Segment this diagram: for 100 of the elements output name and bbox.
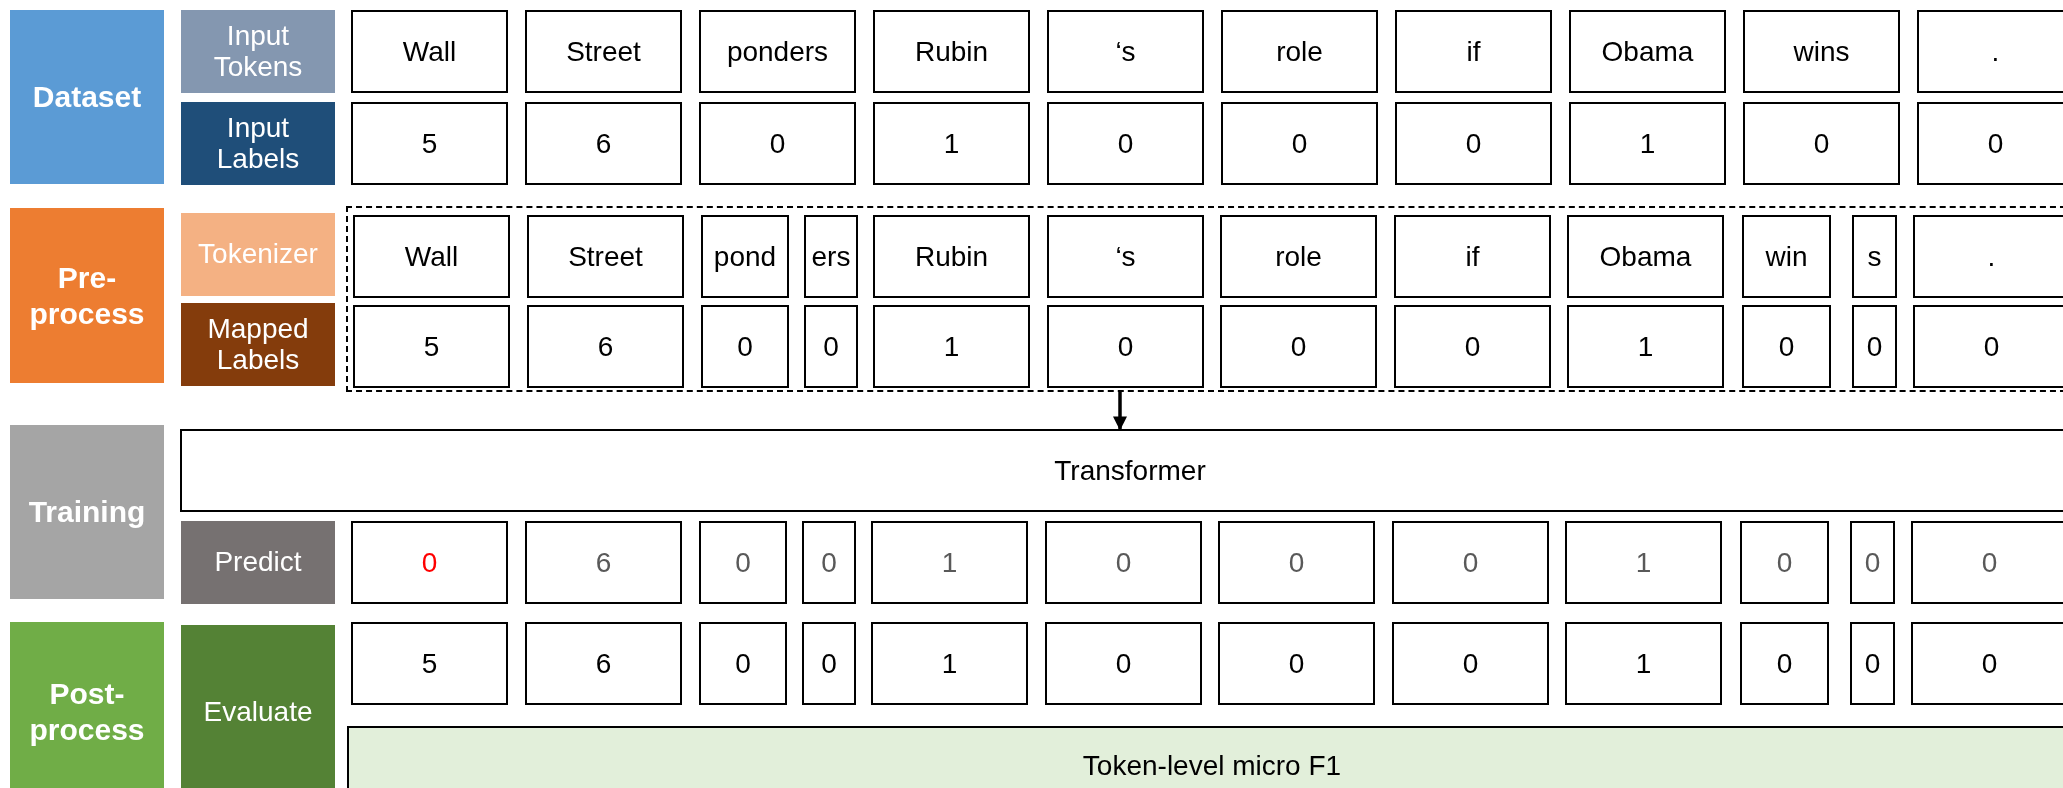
cell-text: 0 [1117, 330, 1134, 363]
token-cell [1045, 622, 1202, 705]
cell-text: 0 [1288, 647, 1305, 680]
bar-text: Transformer [1054, 454, 1206, 487]
token-cell [873, 10, 1030, 93]
cell-text: 6 [595, 647, 612, 680]
cell-text: 0 [1778, 330, 1795, 363]
row-label-box [181, 10, 335, 93]
token-cell [1392, 622, 1549, 705]
cell-text: 0 [821, 647, 837, 680]
token-cell [1394, 215, 1551, 298]
cell-text: Obama [1601, 35, 1694, 68]
token-cell [1047, 102, 1204, 185]
token-cell [699, 10, 856, 93]
cell-text: Street [568, 240, 643, 273]
cell-text: . [1991, 35, 2000, 68]
token-cell [1913, 215, 2063, 298]
cell-text: 0 [1462, 647, 1479, 680]
token-cell [1395, 102, 1552, 185]
cell-text: s [1867, 240, 1882, 273]
token-cell [804, 215, 858, 298]
row-label-box [181, 213, 335, 296]
token-cell [353, 215, 510, 298]
wide-bar [180, 429, 2063, 512]
token-cell [1742, 215, 1831, 298]
stage-box [10, 425, 164, 599]
cell-text: 0 [1117, 127, 1134, 160]
token-cell [1742, 305, 1831, 388]
cell-text: ponders [726, 35, 829, 68]
stage-title: Post- process [28, 676, 146, 748]
cell-text: 5 [423, 330, 440, 363]
cell-text: win [1765, 240, 1808, 273]
token-cell [351, 521, 508, 604]
cell-text: 0 [821, 546, 837, 579]
token-cell [351, 622, 508, 705]
token-cell [525, 102, 682, 185]
token-cell [525, 622, 682, 705]
token-cell [1047, 305, 1204, 388]
token-cell [1569, 10, 1726, 93]
row-label: Tokenizer [198, 239, 318, 270]
stage-title: Training [28, 494, 146, 530]
row-label: Predict [214, 547, 302, 578]
row-label: Input Labels [215, 113, 301, 174]
cell-text: 6 [595, 127, 612, 160]
cell-text: 0 [1115, 546, 1132, 579]
cell-text: Street [566, 35, 641, 68]
stage-title: Dataset [32, 79, 142, 115]
row-label-box [181, 303, 335, 386]
token-cell [1218, 622, 1375, 705]
token-cell [1911, 521, 2063, 604]
token-cell [1850, 521, 1895, 604]
cell-text: . [1987, 240, 1996, 273]
cell-text: ‘s [1115, 35, 1136, 68]
stage-box [10, 208, 164, 383]
token-cell [699, 102, 856, 185]
token-cell [527, 305, 684, 388]
token-cell [1047, 215, 1204, 298]
cell-text: wins [1793, 35, 1850, 68]
dashed-group-box [346, 206, 2063, 392]
token-cell [351, 102, 508, 185]
token-cell [1220, 305, 1377, 388]
token-cell [802, 521, 856, 604]
cell-text: 0 [1987, 127, 2004, 160]
stage-title: Pre- process [28, 259, 146, 332]
token-cell [1392, 521, 1549, 604]
row-label-box [181, 521, 335, 604]
cell-text: 0 [1462, 546, 1479, 579]
cell-text: 0 [1115, 647, 1132, 680]
row-label: Mapped Labels [206, 314, 310, 375]
cell-text: 1 [1639, 127, 1656, 160]
cell-text: role [1275, 240, 1322, 273]
token-cell [873, 102, 1030, 185]
token-cell [1913, 305, 2063, 388]
cell-text: ‘s [1115, 240, 1136, 273]
cell-text: 0 [1776, 647, 1793, 680]
cell-text: if [1465, 240, 1480, 273]
token-cell [1743, 102, 1900, 185]
token-cell [1565, 622, 1722, 705]
cell-text: Obama [1599, 240, 1692, 273]
bar-text: Token-level micro F1 [1082, 750, 1342, 782]
cell-text: 0 [1983, 330, 2000, 363]
cell-text: 0 [823, 330, 839, 363]
token-cell [871, 622, 1028, 705]
cell-text: 0 [737, 330, 753, 363]
cell-text: 0 [735, 647, 751, 680]
token-cell [351, 10, 508, 93]
token-cell [1395, 10, 1552, 93]
token-cell [353, 305, 510, 388]
cell-text: 1 [943, 330, 960, 363]
stage-box [10, 622, 164, 788]
token-cell [1045, 521, 1202, 604]
token-cell [873, 215, 1030, 298]
token-cell [1740, 521, 1829, 604]
cell-text: 1 [941, 546, 958, 579]
token-cell [1852, 215, 1897, 298]
cell-text: 0 [1866, 330, 1883, 363]
token-cell [802, 622, 856, 705]
token-cell [699, 622, 787, 705]
token-cell [1569, 102, 1726, 185]
token-cell [1852, 305, 1897, 388]
